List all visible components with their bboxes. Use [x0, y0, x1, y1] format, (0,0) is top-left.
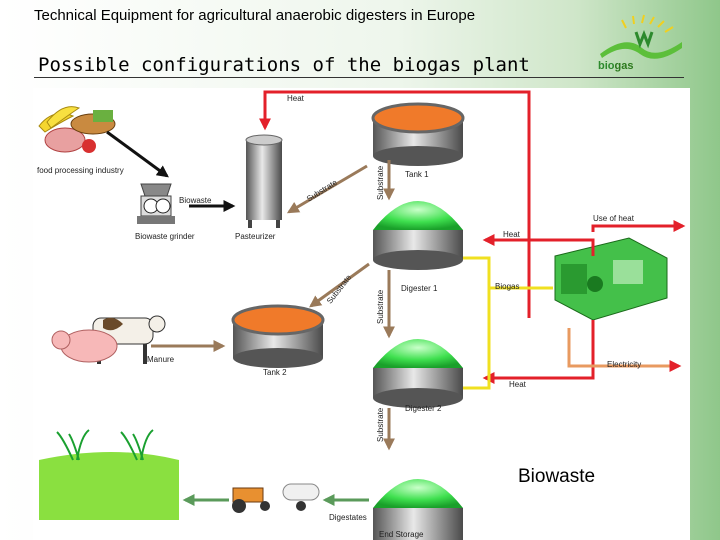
cow-and-pig-icon — [51, 315, 166, 364]
digester-1-icon — [373, 201, 463, 270]
digester-1-label: Digester 1 — [401, 284, 438, 293]
end-storage-icon — [373, 479, 463, 540]
biowaste-grinder-icon — [137, 183, 175, 224]
substrate-label-5: Substrate — [376, 407, 385, 442]
substrate-label-2: Substrate — [376, 165, 385, 200]
digester-2-icon — [373, 339, 463, 408]
manure-label: Manure — [147, 355, 175, 364]
chp-engine-icon — [554, 237, 668, 321]
biogas-label: Biogas — [495, 282, 520, 291]
digester-2-label: Digester 2 — [405, 404, 442, 413]
biogas-logo-icon — [600, 14, 682, 59]
biogas-plant-diagram: Heat food processing industry Biowaste B… — [33, 88, 690, 540]
tractor-icon — [232, 483, 320, 513]
pasteurizer-label: Pasteurizer — [235, 232, 276, 241]
divider-line — [34, 77, 684, 78]
food-industry-label: food processing industry — [37, 166, 124, 175]
slide-subtitle: Possible configurations of the biogas pl… — [38, 54, 530, 76]
tank-2-icon — [231, 304, 325, 368]
use-of-heat-label: Use of heat — [593, 214, 634, 223]
heat-label-top: Heat — [287, 94, 304, 103]
heat-label-low: Heat — [509, 380, 526, 389]
electricity-label: Electricity — [607, 360, 642, 369]
page-title: Technical Equipment for agricultural ana… — [34, 7, 476, 24]
crop-field-icon — [39, 429, 179, 520]
biowaste-callout: Biowaste — [518, 466, 596, 487]
food-items-icon — [38, 106, 116, 153]
tank-2-label: Tank 2 — [263, 368, 287, 377]
biowaste-bin-label: Biowaste — [179, 196, 212, 205]
logo-wordmark: biogas — [598, 60, 634, 72]
end-storage-label: End Storage — [379, 530, 424, 539]
substrate-label-4: Substrate — [376, 289, 385, 324]
tank-1-label: Tank 1 — [405, 170, 429, 179]
heat-label-mid: Heat — [503, 230, 520, 239]
digestates-label: Digestates — [329, 513, 367, 522]
biowaste-grinder-label: Biowaste grinder — [135, 232, 195, 241]
pasteurizer-icon — [245, 134, 283, 228]
tank-1-icon — [371, 102, 465, 166]
